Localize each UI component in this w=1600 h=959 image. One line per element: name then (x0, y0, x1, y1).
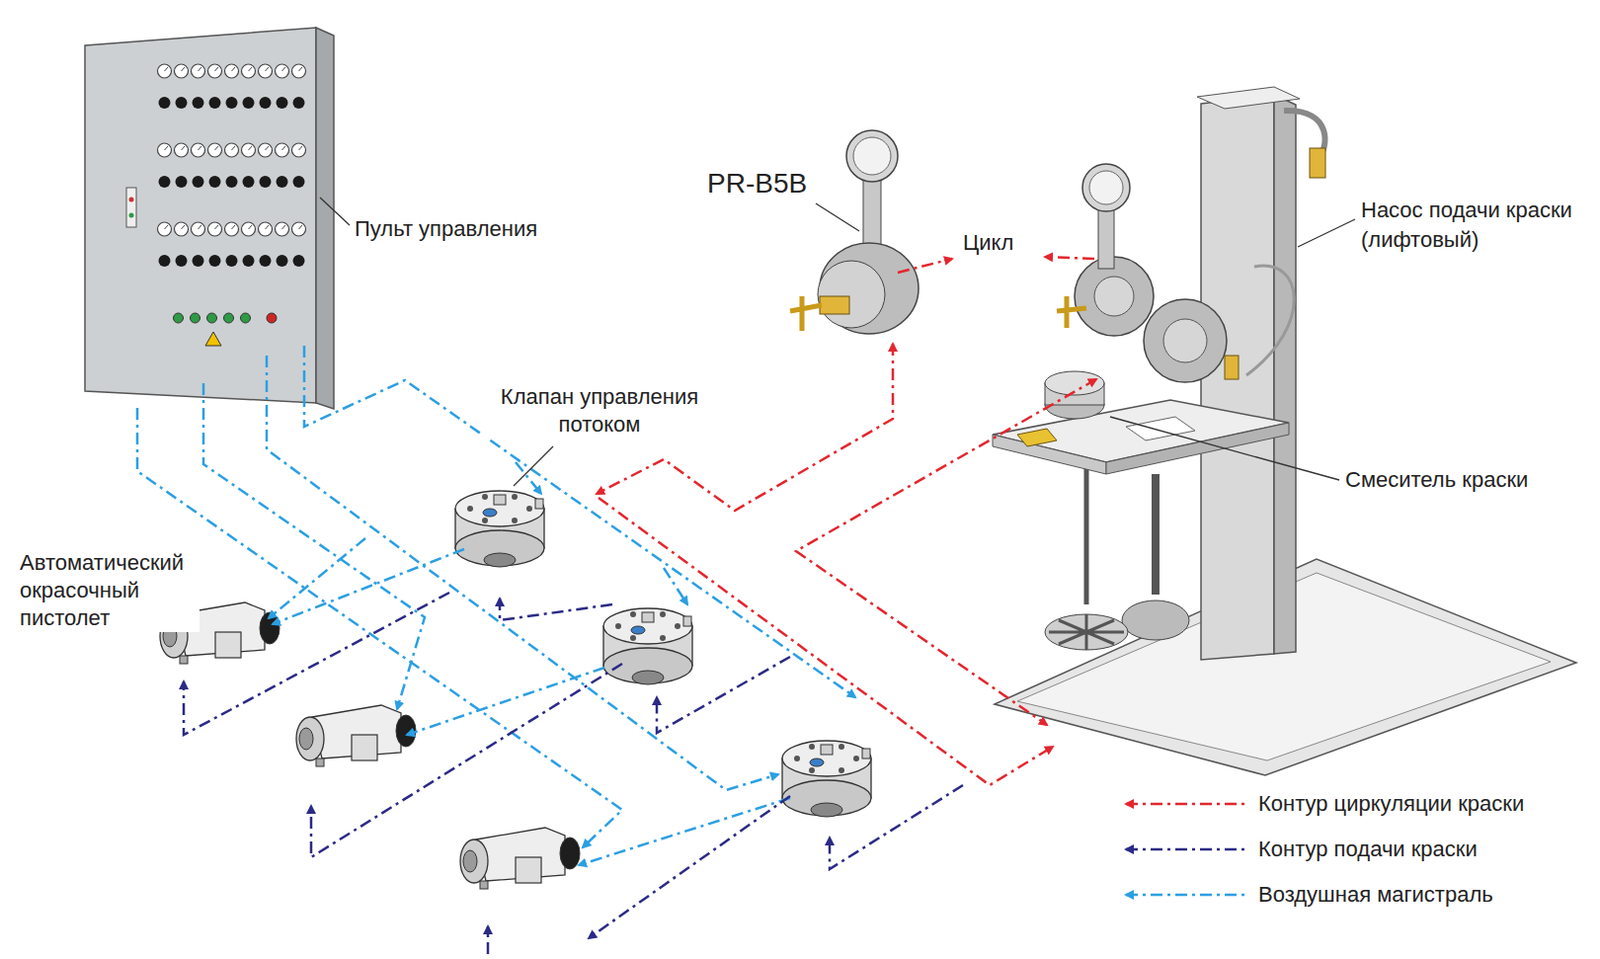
callout-label: Автоматический окрасочный пистолет (17, 549, 200, 633)
callout-label: Цикл (960, 229, 1016, 257)
callout-label: Клапан управления потоком (481, 383, 718, 439)
legend-sample (1125, 848, 1247, 852)
callout-label: PR-B5B (705, 169, 809, 198)
legend-text: Контур подачи краски (1256, 835, 1480, 864)
legend-sample (1125, 802, 1247, 806)
legend-text: Контур циркуляции краски (1256, 790, 1526, 818)
callout-label: Смеситель краски (1343, 466, 1530, 494)
legend-sample (1125, 893, 1247, 897)
callout-label: Насос подачи краски (лифтовый) (1359, 195, 1597, 255)
callout-label: Пульт управления (352, 215, 540, 243)
legend-text: Воздушная магистраль (1256, 880, 1496, 909)
